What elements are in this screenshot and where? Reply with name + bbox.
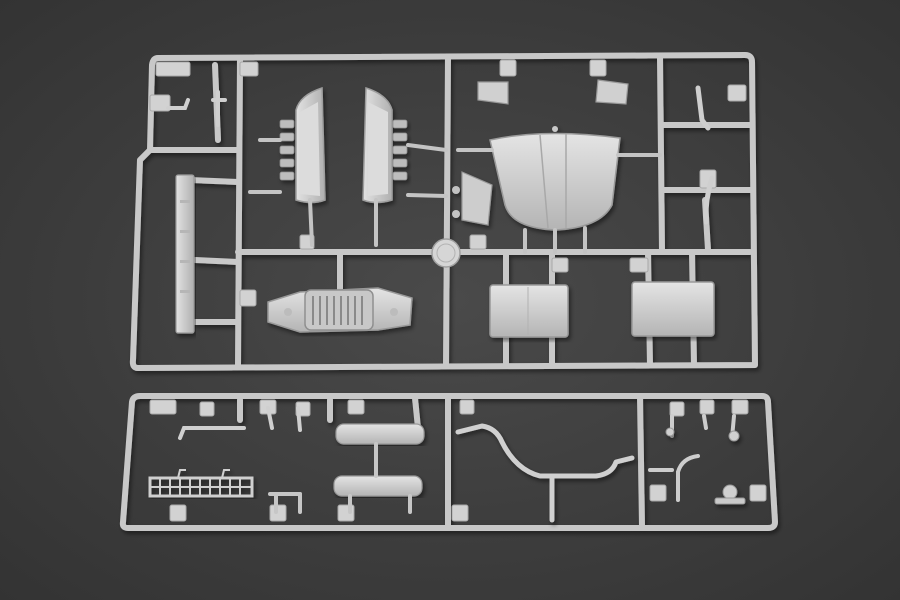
small-fitting-left [477, 79, 629, 105]
rod-part [178, 406, 302, 440]
grate-part [148, 469, 254, 498]
running-board-part [175, 174, 195, 334]
bent-pipe-part [455, 423, 635, 523]
lever-part [695, 85, 715, 225]
lower-sprue [119, 393, 778, 531]
small-fittings-right [648, 414, 736, 502]
toolbox-part-left [489, 284, 569, 338]
cylinder-part-upper [335, 423, 425, 445]
peg-parts [166, 90, 227, 127]
toolbox-part-right [631, 281, 715, 337]
hood-part [489, 126, 621, 231]
right-side-panel-part [362, 86, 408, 204]
bracket-part [452, 171, 493, 226]
upper-sprue-frame [129, 52, 758, 371]
radiator-grille-part [267, 287, 413, 333]
lower-right-runner [637, 393, 645, 529]
lower-sprue-frame [119, 393, 778, 531]
wheel-fitting-part [665, 427, 746, 505]
cylinder-part-lower [333, 475, 423, 497]
upper-left-runner [235, 57, 243, 368]
upper-middle-runner [443, 55, 451, 369]
left-side-panel-part [279, 86, 326, 204]
sprue-id-disk [431, 238, 461, 268]
